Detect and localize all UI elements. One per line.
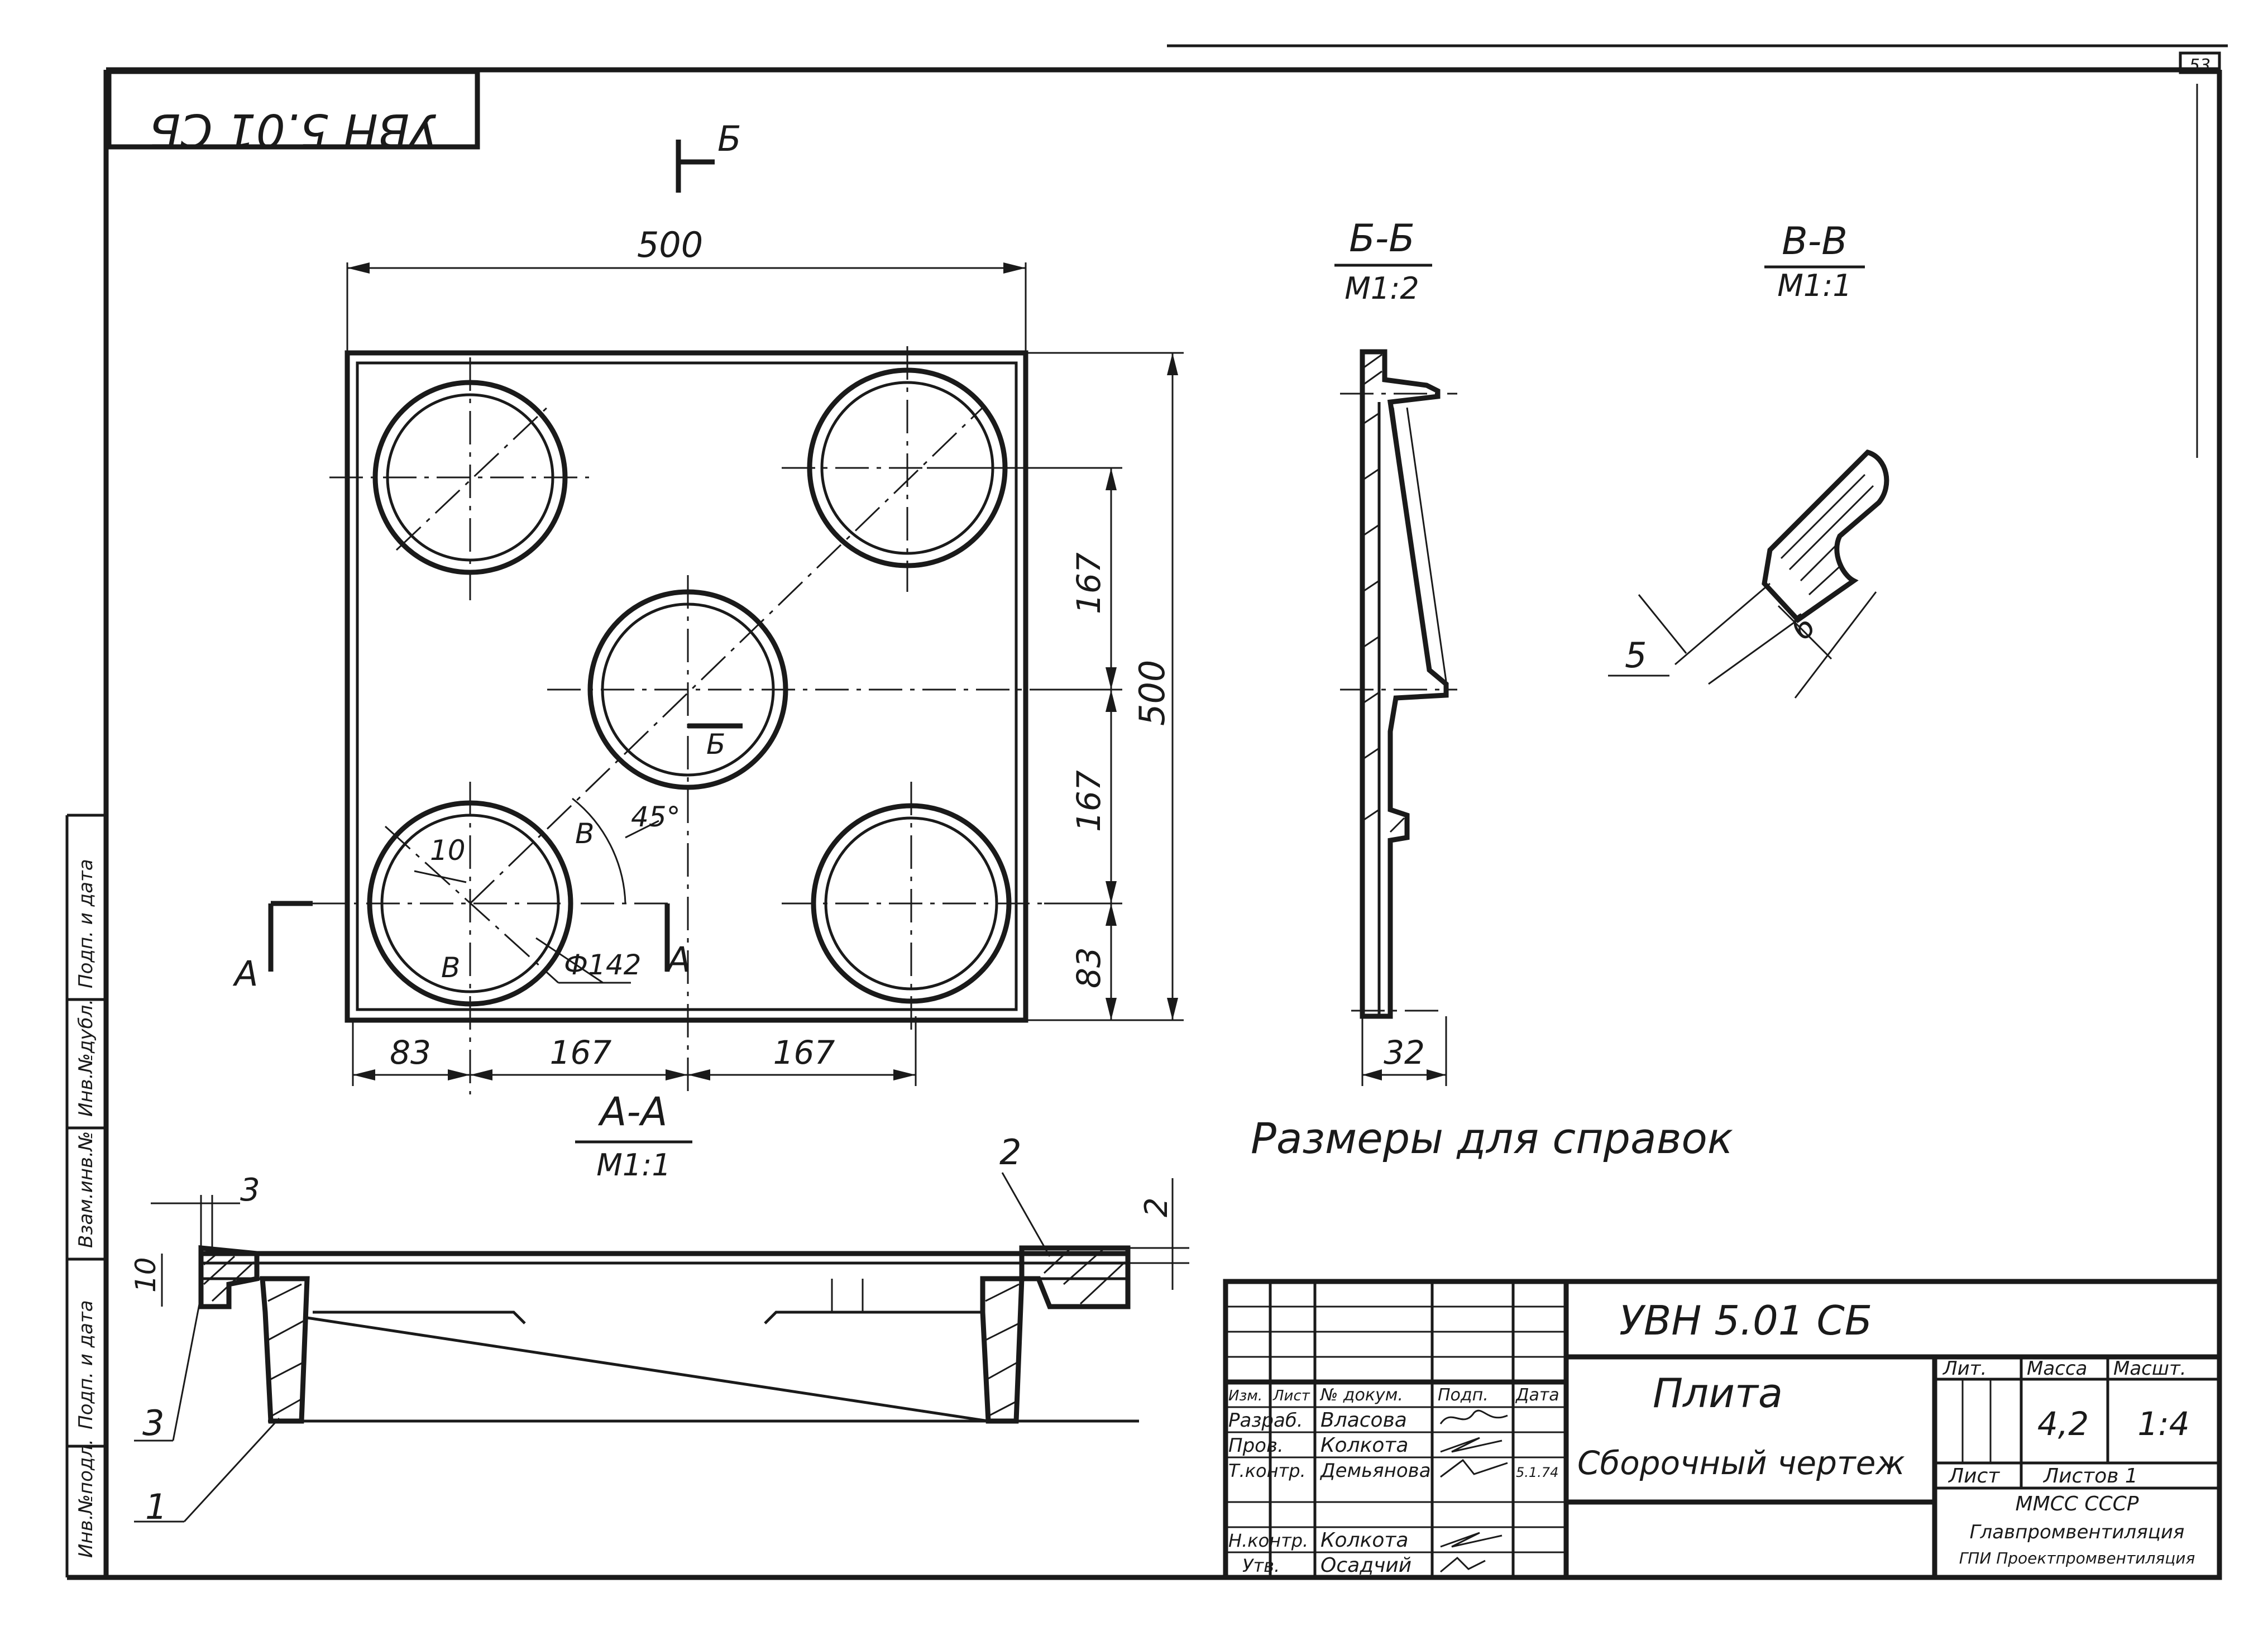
- designation-mirrored-text: УВН 5.01 СБ: [149, 103, 437, 156]
- title-sheet: Лист: [1948, 1465, 2000, 1488]
- plan-spacing-h-2: 167: [550, 1034, 612, 1072]
- plan-width-dim: 500: [637, 224, 703, 265]
- section-aa-title: А-А: [597, 1089, 667, 1135]
- section-aa-scale: М1:1: [596, 1147, 671, 1183]
- section-aa-dim-2: 2: [1138, 1197, 1175, 1217]
- title-org-1: ММСС СССР: [2016, 1493, 2139, 1515]
- title-part-name: Плита: [1653, 1370, 1783, 1417]
- title-col-mass: Масса: [2027, 1357, 2087, 1380]
- section-aa-dim-3: 3: [240, 1172, 260, 1208]
- section-aa-hatch-leg-left: [267, 1283, 305, 1417]
- plan-spacing-h-3: 167: [773, 1034, 835, 1072]
- section-vv-dim-a: 5: [1625, 635, 1647, 676]
- left-strip: Инв.№подл. Подп. и дата Взам.инв.№ Инв.№…: [65, 814, 106, 1577]
- title-row1-role: Разраб.: [1228, 1409, 1303, 1432]
- section-vv-title: В-В: [1782, 219, 1848, 264]
- strip-label-4: Инв.№дубл.: [75, 999, 97, 1117]
- plan-spacing-v-3: 83: [1070, 947, 1108, 988]
- plan-section-mark-a-right: А: [665, 939, 691, 980]
- title-signatures: [1439, 1409, 1508, 1573]
- title-row3-date: 5.1.74: [1516, 1465, 1558, 1480]
- sheet-number: 53: [2189, 56, 2210, 75]
- plan-section-mark-inner: Б: [706, 728, 725, 761]
- section-aa-hatch-right: [1043, 1249, 1126, 1305]
- section-aa: А-А М1:1: [130, 1089, 1189, 1527]
- title-block: Изм. Лист № докум. Подп. Дата Разраб. Вл…: [1223, 1279, 2222, 1580]
- title-hdr-doc: № докум.: [1319, 1385, 1403, 1405]
- strip-label-3: Взам.инв.№: [75, 1131, 97, 1248]
- strip-label-2: Подп. и дата: [75, 1300, 97, 1429]
- title-hdr-sign: Подп.: [1438, 1385, 1489, 1405]
- section-vv-hatch: [1780, 474, 1874, 596]
- section-bb: Б-Б М1:2 32: [1334, 217, 1457, 1086]
- section-aa-pos-1: 1: [145, 1486, 167, 1527]
- title-row2-role: Пров.: [1228, 1434, 1284, 1457]
- title-row3-role: Т.контр.: [1228, 1460, 1306, 1481]
- title-hdr-date: Дата: [1515, 1385, 1559, 1405]
- title-doc-type: Сборочный чертеж: [1577, 1444, 1905, 1482]
- strip-label-5: Подп. и дата: [75, 859, 97, 988]
- title-col-scale: Масшт.: [2113, 1357, 2186, 1380]
- title-hdr-list: Лист: [1272, 1388, 1310, 1404]
- title-scale-value: 1:4: [2137, 1405, 2189, 1443]
- title-row4-name: Колкота: [1320, 1529, 1408, 1552]
- section-bb-thickness: 32: [1384, 1034, 1425, 1072]
- plan-spacing-h-1: 83: [390, 1034, 431, 1072]
- title-col-lit: Лит.: [1942, 1357, 1987, 1380]
- title-sheets: Листов 1: [2042, 1465, 2138, 1488]
- section-aa-hatch-leg-right: [985, 1283, 1020, 1417]
- title-row1-name: Власова: [1320, 1409, 1407, 1432]
- title-row5-role: Утв.: [1242, 1555, 1280, 1576]
- title-row5-name: Осадчий: [1320, 1554, 1411, 1577]
- title-org-3: ГПИ Проектпромвентиляция: [1959, 1549, 2195, 1567]
- reference-note: Размеры для справок: [1251, 1113, 1733, 1163]
- section-aa-dim-10: 10: [130, 1257, 162, 1293]
- title-mass-value: 4,2: [2037, 1405, 2089, 1443]
- strip-label-1: Инв.№подл.: [75, 1439, 97, 1558]
- mirrored-designation: УВН 5.01 СБ: [106, 69, 480, 156]
- plan-spacing-v-2: 167: [1070, 770, 1108, 832]
- plan-diameter: Ф142: [564, 949, 641, 981]
- plan-height-dim: 500: [1132, 660, 1173, 726]
- title-designation: УВН 5.01 СБ: [1619, 1297, 1872, 1344]
- title-row3-name: Демьянова: [1319, 1460, 1431, 1482]
- section-bb-scale: М1:2: [1344, 271, 1419, 306]
- section-aa-pos-2: 2: [999, 1132, 1021, 1173]
- plan-spacing-v-1: 167: [1070, 552, 1108, 614]
- title-row4-role: Н.контр.: [1228, 1530, 1308, 1551]
- plan-angle: 45°: [631, 801, 681, 833]
- plan-rib-dim: 10: [430, 834, 466, 867]
- plan-section-mark-top: Б: [717, 118, 741, 159]
- section-vv-scale: М1:1: [1777, 268, 1852, 303]
- section-aa-hatch-left: [203, 1250, 255, 1302]
- title-row2-name: Колкота: [1320, 1434, 1408, 1457]
- section-aa-pos-3: 3: [142, 1403, 164, 1443]
- sheet-frame: 53: [67, 44, 2228, 1580]
- plan-section-mark-a-left: А: [232, 953, 258, 994]
- section-bb-hatch: [1362, 353, 1405, 833]
- plan-mark-v-lower: В: [441, 951, 460, 984]
- title-hdr-izm: Изм.: [1228, 1388, 1262, 1404]
- section-bb-title: Б-Б: [1349, 217, 1415, 261]
- section-vv: В-В М1:1 5 6: [1608, 219, 1889, 699]
- title-org-2: Главпромвентиляция: [1970, 1521, 2185, 1543]
- plan-view: Б Б А А В В 45° 10 Ф142 500 500: [232, 118, 1184, 1094]
- plan-mark-v-upper: В: [575, 817, 594, 850]
